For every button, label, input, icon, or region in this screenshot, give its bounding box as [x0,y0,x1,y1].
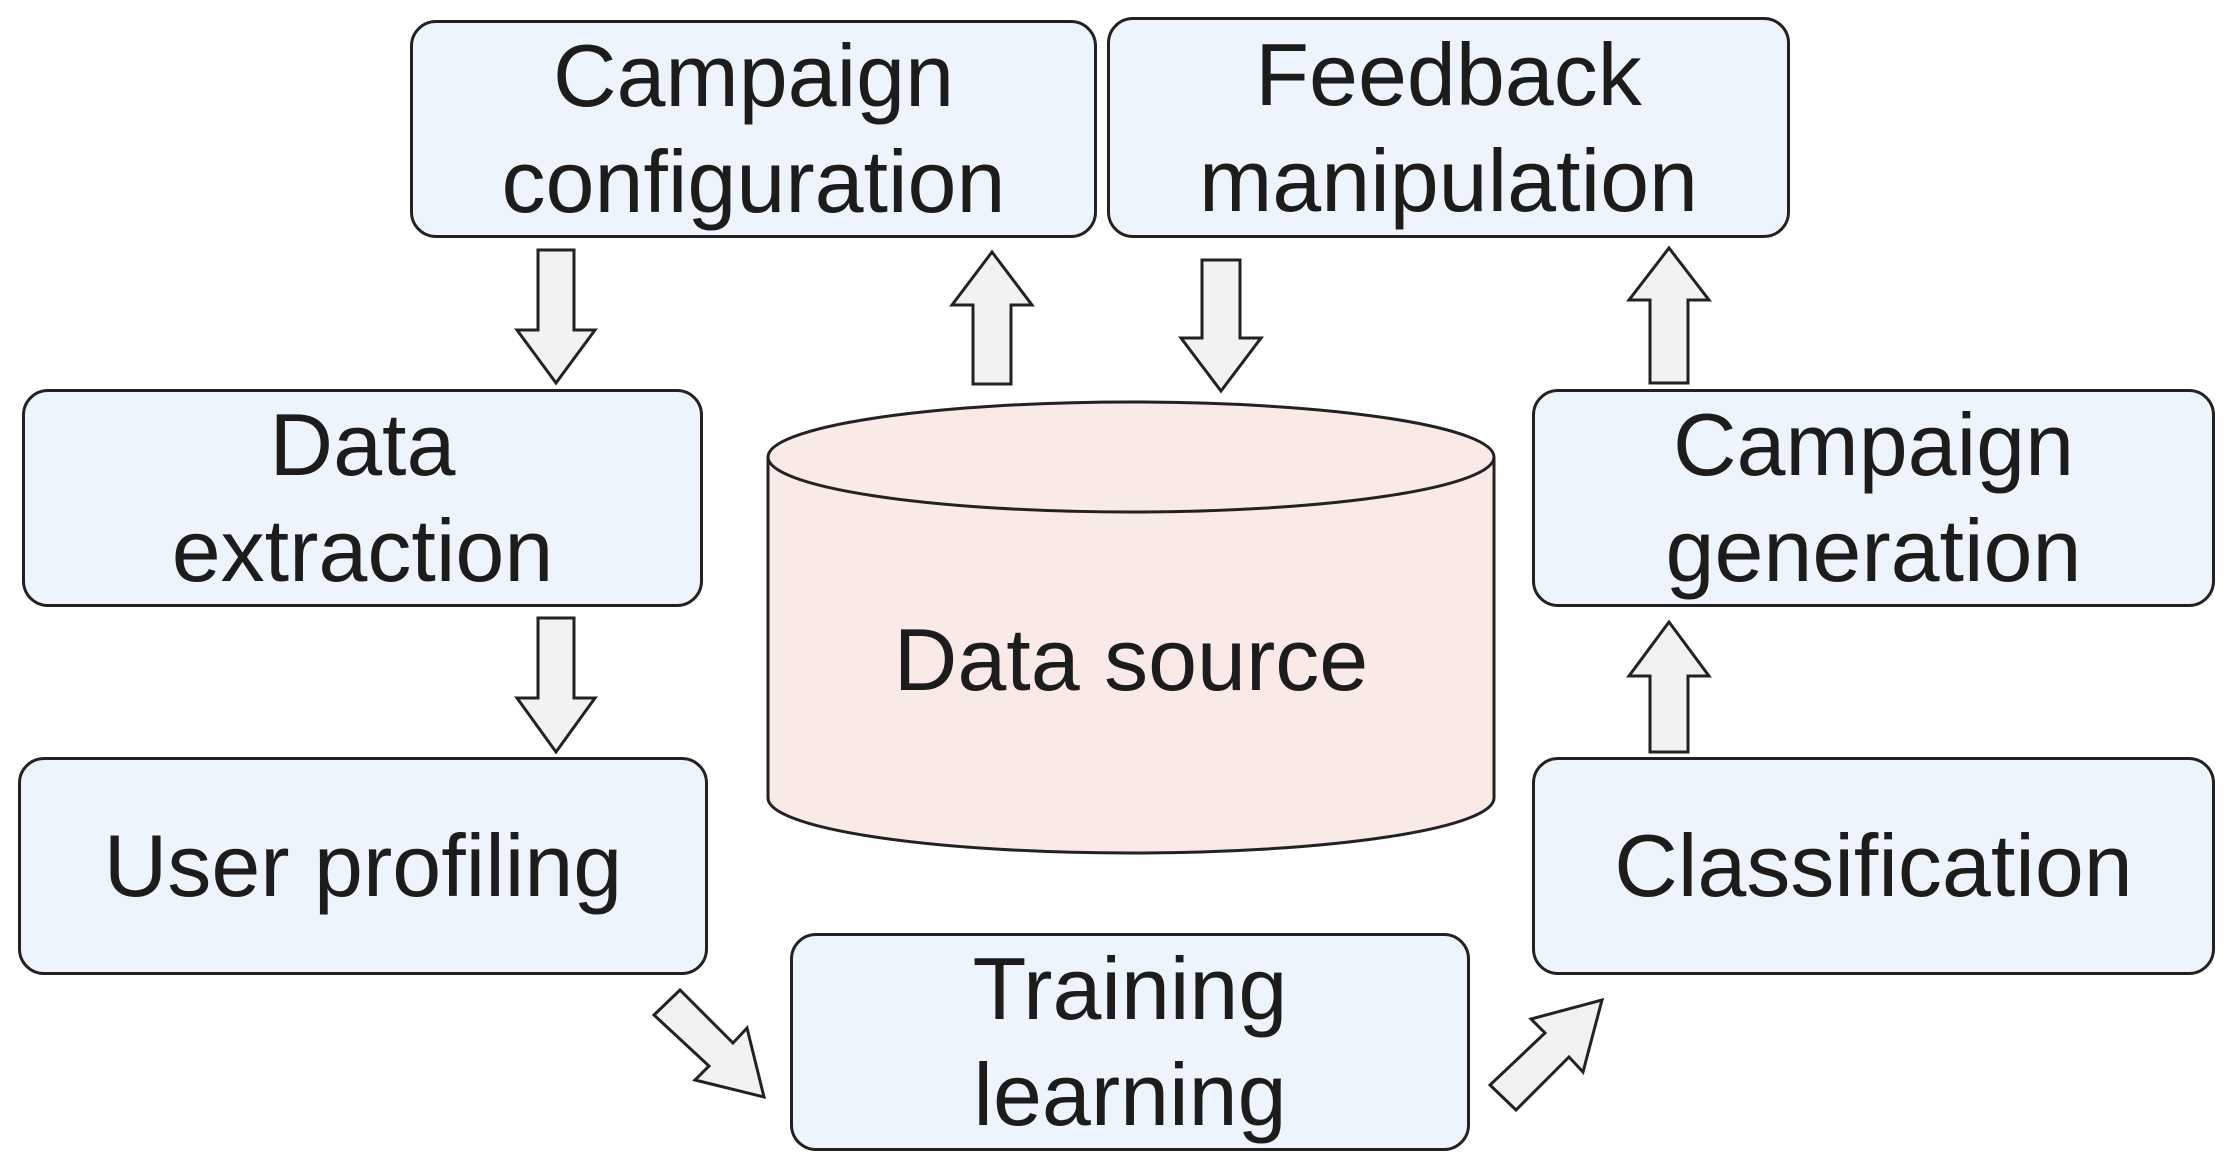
feedback-manipulation-box: Feedback manipulation [1107,17,1790,238]
arrow-config-to-extraction [514,248,598,386]
arrow-classification-to-generation [1626,619,1712,754]
user-profiling-label: User profiling [103,816,623,915]
training-learning-label: Training learning [972,939,1288,1144]
classification-box: Classification [1532,757,2215,975]
data-source-cylinder: Data source [766,400,1496,855]
user-profiling-box: User profiling [18,757,708,975]
data-extraction-label: Data extraction [171,395,554,600]
arrow-extraction-to-profiling [514,616,598,755]
cylinder-top [766,400,1496,514]
data-extraction-box: Data extraction [22,389,703,607]
cylinder-body [766,457,1496,855]
feedback-manipulation-label: Feedback manipulation [1199,24,1698,230]
campaign-configuration-label: Campaign configuration [501,26,1006,231]
classification-label: Classification [1614,816,2133,915]
campaign-generation-label: Campaign generation [1665,395,2082,600]
training-learning-box: Training learning [790,933,1470,1151]
campaign-configuration-box: Campaign configuration [410,20,1097,238]
campaign-generation-box: Campaign generation [1532,389,2215,607]
arrow-profiling-to-training [651,987,767,1100]
arrow-training-to-classification [1487,997,1605,1113]
arrow-feedback-to-datasource [1177,258,1265,394]
data-source-label: Data source [894,610,1368,709]
arrow-datasource-to-config [948,249,1036,386]
arrow-generation-to-feedback [1625,245,1713,385]
